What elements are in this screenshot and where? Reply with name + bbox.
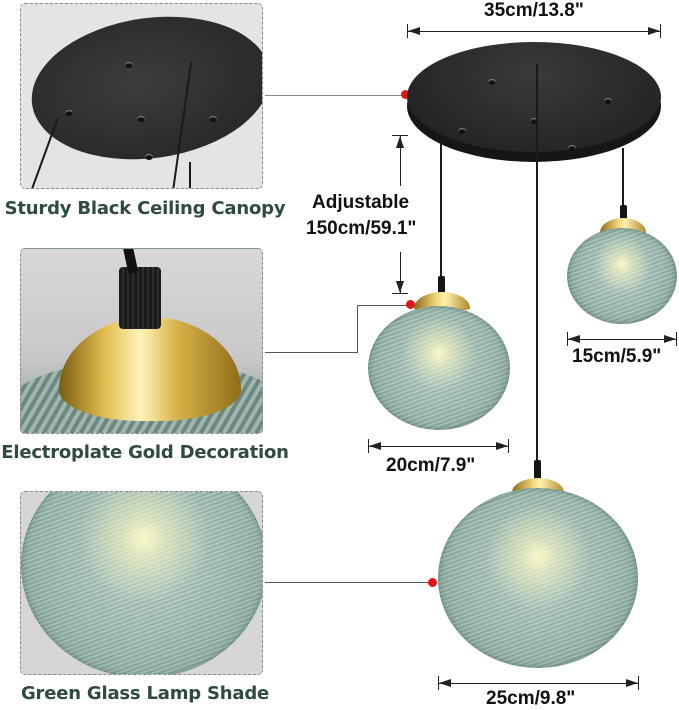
screw-icon bbox=[137, 116, 145, 122]
connector-line-gold-vertical bbox=[357, 305, 358, 353]
dimension-large-shade: 25cm/9.8" bbox=[486, 688, 576, 709]
arrow-right-icon bbox=[664, 335, 676, 343]
connector-line-shade bbox=[265, 582, 430, 583]
cord bbox=[189, 162, 191, 188]
dimension-cord-label: Adjustable bbox=[312, 192, 410, 213]
arrow-left-icon bbox=[568, 335, 580, 343]
cord-medium bbox=[440, 140, 442, 290]
socket-image bbox=[119, 267, 161, 329]
arrow-left-icon bbox=[408, 27, 420, 35]
gold-cap-image bbox=[59, 317, 241, 421]
glass-shade-large bbox=[438, 488, 638, 668]
dimension-line-cord-lower bbox=[400, 252, 401, 293]
callout-caption-shade: Green Glass Lamp Shade bbox=[20, 683, 270, 704]
socket-small bbox=[620, 205, 627, 223]
screw-icon bbox=[125, 62, 133, 68]
socket-medium bbox=[438, 276, 445, 296]
socket-large bbox=[534, 460, 541, 482]
screw-icon bbox=[568, 145, 576, 151]
callout-caption-canopy: Sturdy Black Ceiling Canopy bbox=[4, 198, 286, 219]
dimension-tick bbox=[638, 676, 639, 690]
dimension-line-large bbox=[439, 683, 638, 684]
shade-detail-inset bbox=[20, 491, 263, 675]
dimension-line-medium bbox=[369, 446, 508, 447]
callout-caption-gold: Electroplate Gold Decoration bbox=[1, 442, 289, 463]
glass-shade-small bbox=[567, 228, 677, 324]
gold-detail-inset bbox=[20, 248, 263, 434]
marker-dot-gold bbox=[406, 300, 415, 309]
dimension-tick bbox=[392, 135, 408, 136]
dimension-tick bbox=[508, 439, 509, 453]
dimension-medium-shade: 20cm/7.9" bbox=[386, 455, 476, 476]
screw-icon bbox=[530, 118, 538, 124]
cord-small bbox=[622, 148, 624, 258]
arrow-up-icon bbox=[396, 136, 404, 148]
glass-shade-medium bbox=[368, 306, 510, 430]
canopy-detail-image bbox=[22, 4, 262, 175]
dimension-tick bbox=[407, 24, 408, 38]
dimension-small-shade: 15cm/5.9" bbox=[572, 346, 662, 367]
connector-line-canopy bbox=[265, 95, 405, 96]
arrow-right-icon bbox=[626, 679, 638, 687]
dimension-line-canopy bbox=[408, 31, 660, 32]
dimension-line-small bbox=[568, 339, 676, 340]
dimension-tick bbox=[567, 332, 568, 346]
screw-icon bbox=[209, 116, 217, 122]
cord-large bbox=[536, 64, 538, 472]
canopy-detail-inset bbox=[20, 3, 263, 189]
connector-line-gold-top bbox=[357, 305, 407, 306]
screw-icon bbox=[458, 128, 466, 134]
dimension-tick bbox=[392, 293, 408, 294]
screw-icon bbox=[145, 154, 153, 160]
dimension-canopy-width: 35cm/13.8" bbox=[484, 0, 584, 21]
dimension-tick bbox=[660, 24, 661, 38]
dimension-tick bbox=[368, 439, 369, 453]
arrow-right-icon bbox=[648, 27, 660, 35]
screw-icon bbox=[604, 98, 612, 104]
marker-dot-canopy bbox=[401, 90, 410, 99]
dimension-cord-value: 150cm/59.1" bbox=[306, 218, 417, 239]
dimension-line-cord-upper bbox=[400, 136, 401, 186]
arrow-right-icon bbox=[496, 442, 508, 450]
dimension-tick bbox=[438, 676, 439, 690]
shade-detail-image bbox=[21, 492, 262, 674]
connector-line-gold bbox=[265, 352, 357, 353]
marker-dot-shade bbox=[428, 578, 437, 587]
screw-icon bbox=[65, 110, 73, 116]
arrow-down-icon bbox=[396, 281, 404, 293]
gold-cap-medium bbox=[414, 292, 470, 310]
screw-icon bbox=[488, 79, 496, 85]
canopy-plate bbox=[407, 42, 661, 152]
dimension-tick bbox=[676, 332, 677, 346]
arrow-left-icon bbox=[369, 442, 381, 450]
arrow-left-icon bbox=[439, 679, 451, 687]
